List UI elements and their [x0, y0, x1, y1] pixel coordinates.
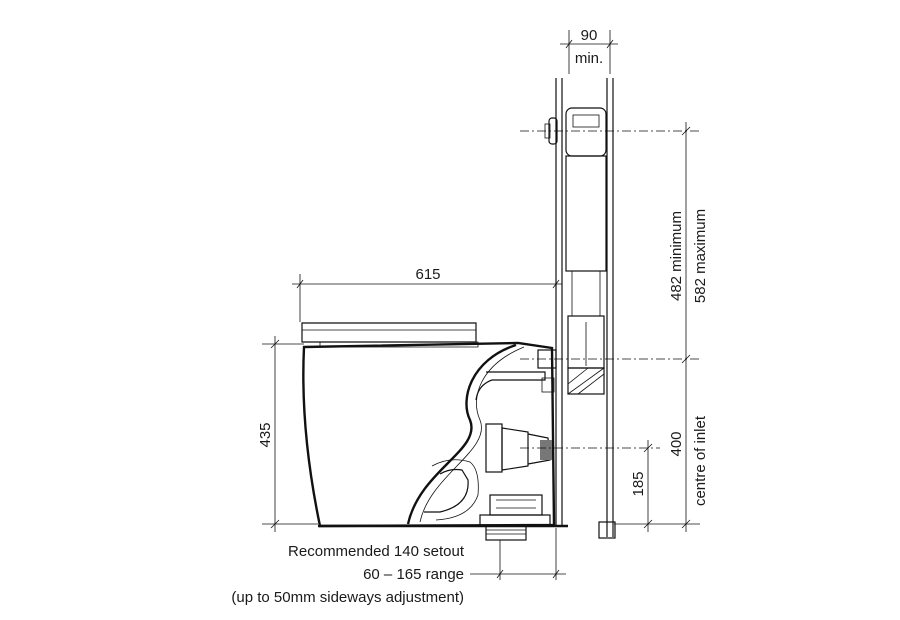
note-range: 60 – 165 range: [363, 566, 464, 583]
outlet-pipe: [501, 427, 529, 471]
dim-435-tick-top: [270, 339, 280, 349]
bracket-hatch-3: [567, 367, 589, 385]
dim-setout-tick-right: [552, 569, 560, 579]
dim-435-value: 435: [257, 422, 274, 447]
outlet-spigot: [485, 423, 503, 473]
dim-90-note: min.: [575, 50, 603, 67]
in-wall-cistern: [544, 107, 607, 395]
cistern-bracket: [567, 367, 605, 395]
dim-185-tick-top: [643, 443, 653, 453]
dim-inlet-min: 482 minimum: [668, 211, 685, 301]
dim-inlet-tick-top: [681, 126, 691, 136]
floor-flange: [479, 514, 551, 526]
toilet-pan: [301, 322, 557, 541]
wall-foot: [598, 521, 616, 539]
dim-615-tick-left: [296, 279, 304, 289]
dim-615-tick-right: [552, 279, 560, 289]
cistern-body: [565, 155, 607, 272]
dim-inlet-centre-label: centre of inlet: [692, 415, 709, 506]
note-setout: Recommended 140 setout: [288, 543, 465, 560]
dimension-labels: 90 min. 615 435 482 minimum 582 maximum …: [257, 27, 709, 506]
bowl-curve-inner: [419, 346, 525, 523]
trapway-outline: [431, 459, 479, 521]
floor-waste: [485, 525, 527, 541]
dim-90-tick-right: [606, 39, 614, 49]
bracket-hatch-2: [577, 373, 605, 395]
trapway-bottom: [424, 468, 469, 513]
dim-435-tick-bottom: [270, 519, 280, 529]
cistern-pipe: [571, 270, 601, 317]
dim-185-value: 185: [630, 471, 647, 496]
dim-185-tick-bottom: [643, 519, 653, 529]
dim-90-tick-left: [565, 39, 573, 49]
wall-frame: [555, 78, 616, 539]
dimension-lines: [262, 30, 700, 580]
dim-90-value: 90: [581, 27, 598, 44]
floor-connector: [489, 494, 543, 516]
bracket-hatch-1: [567, 367, 605, 395]
setout-notes: Recommended 140 setout 60 – 165 range (u…: [231, 543, 464, 606]
toilet-seat: [301, 322, 477, 343]
bowl-curve: [406, 343, 517, 525]
pan-outer: [302, 341, 556, 528]
dim-inlet-max: 582 maximum: [692, 209, 709, 303]
seat-base: [319, 341, 479, 348]
dim-615-value: 615: [415, 266, 440, 283]
dim-inlet-tick-mid: [681, 354, 691, 364]
inlet-clip: [541, 377, 555, 393]
dim-setout-tick-left: [496, 569, 504, 579]
note-adjustment: (up to 50mm sideways adjustment): [231, 589, 464, 606]
cistern-cap: [572, 114, 600, 128]
trapway-top: [475, 371, 546, 401]
outlet-seal: [540, 440, 552, 460]
dim-400-value: 400: [668, 431, 685, 456]
